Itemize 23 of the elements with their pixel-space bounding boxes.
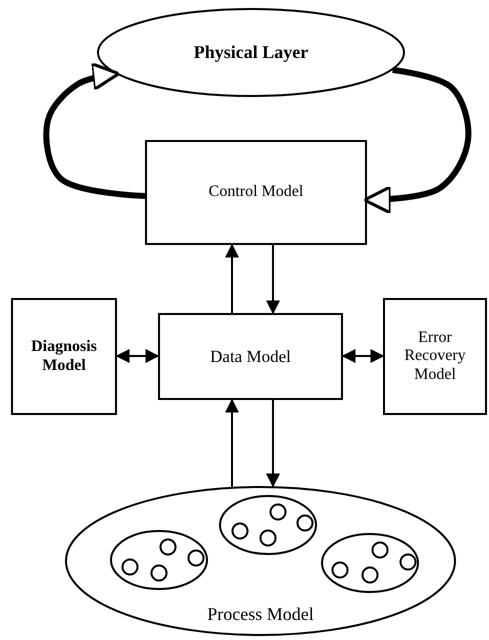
- model-ellipse: [97, 8, 405, 97]
- node-label: Process Model: [206, 604, 315, 625]
- cluster-ellipse: [321, 533, 419, 593]
- arrow: [342, 349, 384, 363]
- model-box: [11, 298, 117, 415]
- arrow: [362, 67, 472, 214]
- model-box: [383, 298, 487, 415]
- model-box: [158, 313, 343, 400]
- model-ellipse: [65, 486, 456, 636]
- node-label: Control Model: [208, 183, 304, 202]
- arrow: [225, 244, 239, 313]
- node-label: Physical Layer: [192, 42, 310, 63]
- arrow: [43, 62, 146, 199]
- arrow: [266, 400, 280, 488]
- arrow: [225, 398, 239, 487]
- model-box: [145, 140, 367, 245]
- node-label: Data Model: [209, 346, 292, 366]
- cluster-ellipse: [219, 495, 317, 555]
- arrow: [116, 349, 160, 363]
- arrow: [266, 245, 280, 314]
- node-label: Error Recovery Model: [403, 328, 467, 384]
- node-label: Diagnosis Model: [30, 338, 98, 375]
- cluster-ellipse: [110, 530, 208, 590]
